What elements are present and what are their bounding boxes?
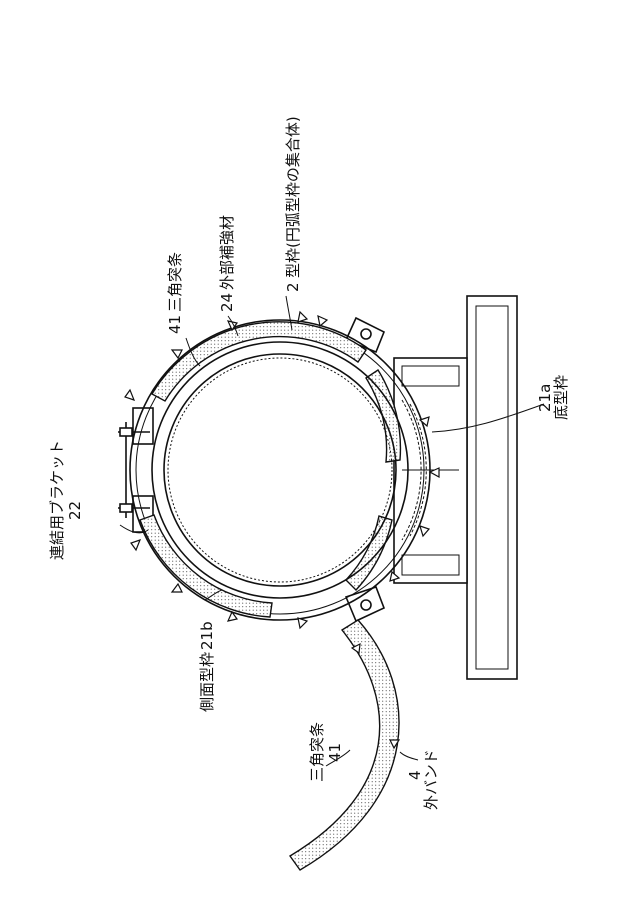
label-side-form: 側面型枠 21b — [198, 621, 216, 712]
outer-reinforcement-number: 24 — [218, 293, 236, 312]
support-base — [394, 296, 517, 679]
label-tri-ridge-top: 41 三角突条 — [166, 252, 184, 334]
label-tri-ridge-band: 三角突条 41 — [308, 722, 344, 782]
label-outer-reinforcement: 24 外部補強材 — [218, 215, 236, 312]
tri-ridge-band-number: 41 — [326, 743, 344, 762]
form-number: 2 — [284, 282, 302, 292]
outer-reinforcement — [140, 322, 400, 617]
outer-band-name: 外バンド — [422, 749, 440, 810]
label-bottom-form: 21a 底型枠 — [536, 375, 570, 420]
outer-reinforcement-name: 外部補強材 — [218, 215, 236, 290]
label-bracket: 連結用ブラケット 22 — [48, 440, 84, 560]
outer-band — [290, 620, 399, 870]
tri-ridge-band-name: 三角突条 — [308, 722, 326, 782]
bracket-number: 22 — [66, 501, 84, 520]
bottom-form-name: 底型枠 — [552, 375, 570, 420]
tri-ridge-top-number: 41 — [166, 315, 184, 334]
label-form: 2 型枠(円弧型枠の集合体) — [284, 116, 302, 292]
side-form-name: 側面型枠 — [198, 652, 216, 712]
bracket-name: 連結用ブラケット — [48, 440, 66, 560]
side-form-number: 21b — [198, 621, 216, 650]
tri-ridge-top-name: 三角突条 — [166, 252, 184, 312]
form-name: 型枠(円弧型枠の集合体) — [284, 116, 302, 278]
lug-bottom — [346, 587, 384, 621]
